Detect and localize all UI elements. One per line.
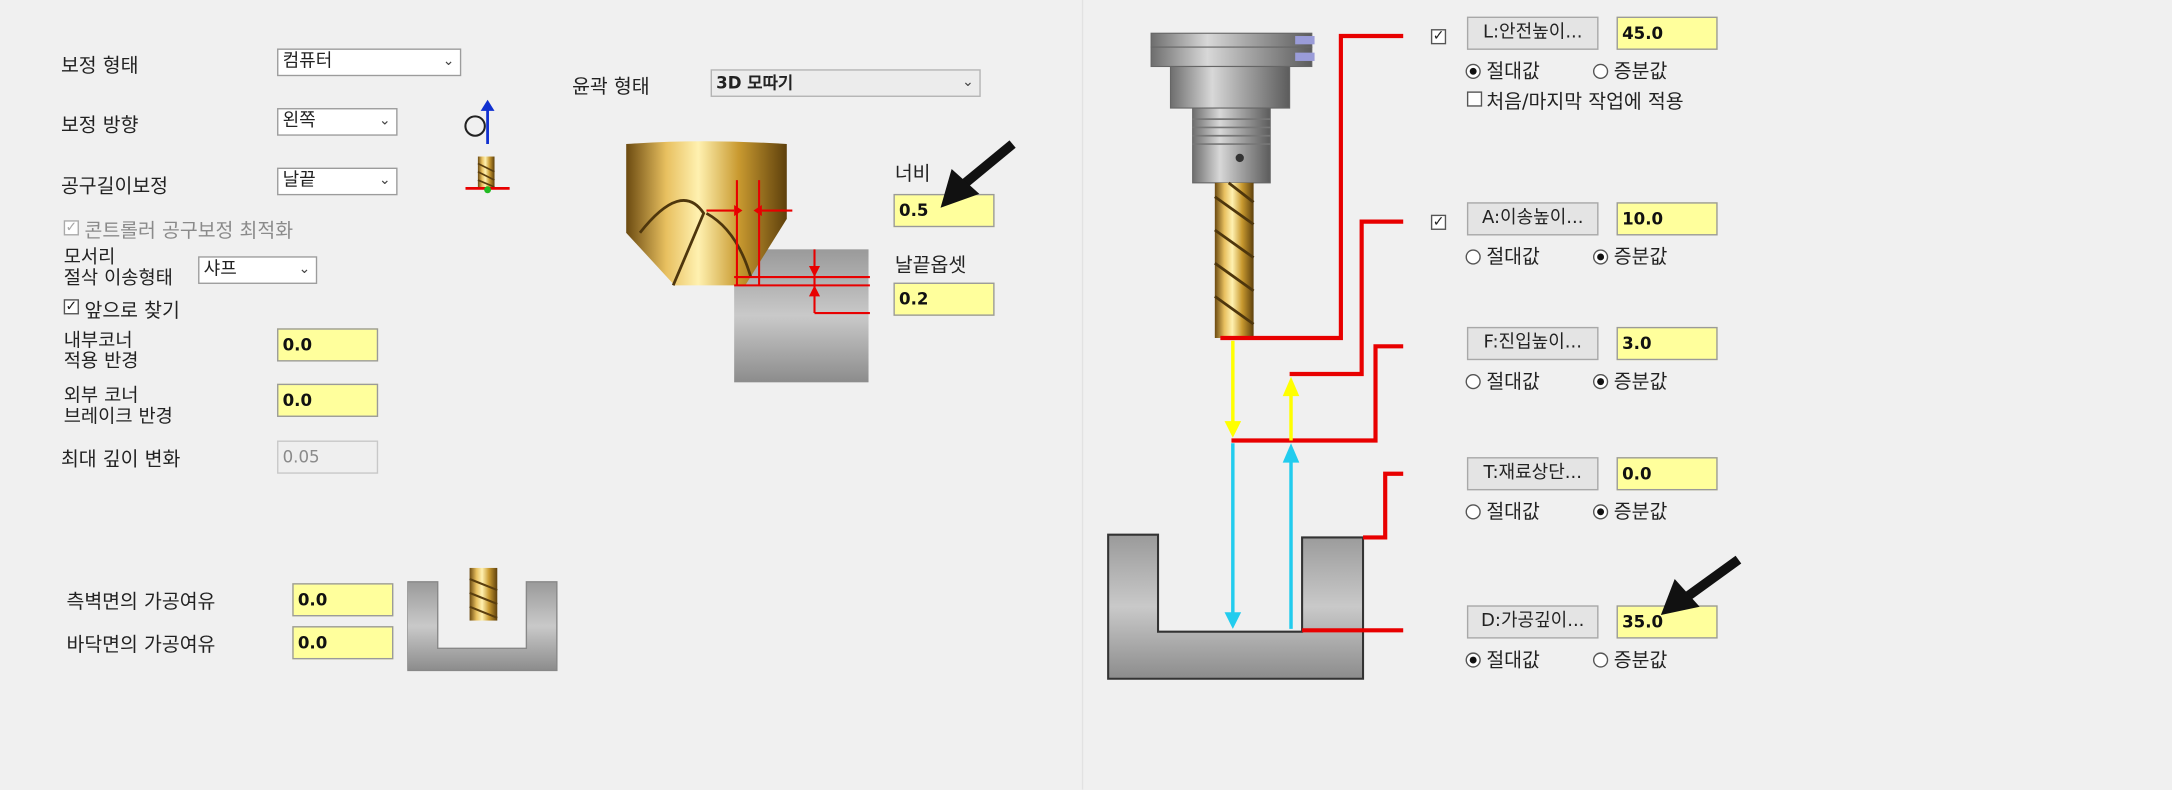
- width-label: 너비: [894, 163, 931, 186]
- heights-diagram: [1107, 32, 1404, 680]
- retract-inc-label: 증분값: [1613, 246, 1668, 269]
- radio-selected-icon: [1465, 652, 1481, 668]
- comp-left-icon: [464, 99, 495, 145]
- corner-label-line2: 절삭 이송형태: [63, 267, 173, 290]
- wall-stock-input[interactable]: 0.0: [292, 583, 394, 617]
- depth-button[interactable]: D:가공깊이...: [1466, 605, 1599, 639]
- feed-abs-radio[interactable]: 절대값: [1465, 367, 1540, 395]
- tip-offset-label: 날끝옵셋: [894, 254, 967, 278]
- retract-abs-radio[interactable]: 절대값: [1465, 242, 1540, 270]
- depth-abs-label: 절대값: [1486, 649, 1540, 672]
- top-abs-label: 절대값: [1486, 501, 1540, 524]
- tool-tip-icon: [465, 156, 510, 194]
- retract-input[interactable]: 10.0: [1616, 202, 1718, 236]
- inner-corner-input[interactable]: 0.0: [277, 328, 379, 362]
- clearance-inc-radio[interactable]: 증분값: [1592, 57, 1668, 85]
- top-inc-label: 증분값: [1613, 501, 1668, 524]
- controller-opt-label: 콘트롤러 공구보정 최적화: [84, 220, 294, 243]
- radio-selected-icon: [1465, 63, 1481, 79]
- clearance-input[interactable]: 45.0: [1616, 16, 1718, 50]
- feed-inc-radio[interactable]: 증분값: [1592, 367, 1668, 395]
- top-abs-radio[interactable]: 절대값: [1465, 497, 1540, 525]
- outer-corner-label-line1: 외부 코너: [63, 385, 139, 408]
- clearance-button[interactable]: L:안전높이...: [1466, 16, 1599, 50]
- comp-type-label: 보정 형태: [60, 55, 139, 78]
- arrow-pointer-icon: [1660, 555, 1742, 616]
- inner-corner-label-line2: 적용 반경: [63, 350, 139, 373]
- stock-allowance-diagram: [407, 567, 558, 672]
- first-last-checkbox[interactable]: [1466, 91, 1483, 107]
- feed-abs-label: 절대값: [1486, 371, 1540, 394]
- radio-selected-icon: [1592, 374, 1609, 390]
- depth-inc-radio[interactable]: 증분값: [1592, 646, 1668, 674]
- max-depth-input: 0.05: [277, 440, 379, 474]
- retract-button[interactable]: A:이송높이...: [1466, 202, 1599, 236]
- clearance-inc-label: 증분값: [1613, 60, 1668, 84]
- clearance-checkbox[interactable]: ✓: [1430, 29, 1447, 45]
- wall-stock-label: 측벽면의 가공여유: [66, 591, 216, 614]
- radio-selected-icon: [1592, 249, 1609, 265]
- clearance-abs-label: 절대값: [1486, 60, 1540, 84]
- comp-type-value: 컴퓨터: [282, 51, 333, 73]
- top-inc-radio[interactable]: 증분값: [1592, 497, 1668, 525]
- corner-value: 샤프: [203, 259, 237, 280]
- top-stock-button[interactable]: T:재료상단...: [1466, 457, 1599, 491]
- retract-inc-radio[interactable]: 증분값: [1592, 242, 1668, 270]
- chevron-down-icon: ⌄: [298, 261, 311, 278]
- comp-dir-value: 왼쪽: [282, 110, 316, 132]
- chevron-down-icon: ⌄: [379, 173, 391, 189]
- inner-corner-label-line1: 내부코너: [63, 329, 133, 352]
- feed-button[interactable]: F:진입높이...: [1466, 326, 1599, 361]
- look-ahead-label: 앞으로 찾기: [84, 300, 180, 323]
- depth-abs-radio[interactable]: 절대값: [1465, 646, 1540, 674]
- top-stock-input[interactable]: 0.0: [1616, 457, 1718, 491]
- tool-len-label: 공구길이보정: [60, 175, 168, 199]
- corner-select[interactable]: 샤프 ⌄: [198, 256, 318, 284]
- radio-unselected-icon: [1592, 63, 1609, 79]
- panel-divider: [1081, 0, 1084, 790]
- controller-opt-checkbox[interactable]: ✓: [63, 220, 79, 236]
- chevron-down-icon: ⌄: [379, 113, 391, 129]
- floor-stock-input[interactable]: 0.0: [292, 626, 394, 660]
- clearance-abs-radio[interactable]: 절대값: [1465, 57, 1540, 85]
- radio-selected-icon: [1592, 504, 1609, 520]
- comp-dir-select[interactable]: 왼쪽 ⌄: [277, 108, 398, 136]
- contour-type-select[interactable]: 3D 모따기 ⌄: [710, 69, 981, 97]
- chevron-down-icon: ⌄: [442, 54, 455, 70]
- chamfer-diagram: [626, 141, 870, 383]
- chevron-down-icon: ⌄: [962, 74, 974, 91]
- radio-unselected-icon: [1465, 504, 1481, 520]
- radio-unselected-icon: [1592, 652, 1609, 668]
- radio-unselected-icon: [1465, 374, 1481, 390]
- tool-len-value: 날끝: [282, 170, 316, 192]
- comp-dir-label: 보정 방향: [60, 114, 139, 138]
- feed-input[interactable]: 3.0: [1616, 326, 1718, 361]
- outer-corner-input[interactable]: 0.0: [277, 383, 379, 417]
- max-depth-label: 최대 깊이 변화: [60, 448, 181, 471]
- radio-unselected-icon: [1465, 249, 1481, 265]
- contour-type-value: 3D 모따기: [716, 73, 794, 93]
- look-ahead-checkbox[interactable]: ✓: [63, 299, 79, 315]
- outer-corner-label-line2: 브레이크 반경: [63, 405, 173, 429]
- floor-stock-label: 바닥면의 가공여유: [66, 634, 216, 657]
- depth-inc-label: 증분값: [1613, 649, 1668, 672]
- corner-label-line1: 모서리: [63, 246, 116, 269]
- comp-type-select[interactable]: 컴퓨터 ⌄: [277, 48, 462, 77]
- feed-inc-label: 증분값: [1613, 371, 1668, 394]
- tip-offset-input[interactable]: 0.2: [893, 282, 995, 316]
- first-last-label: 처음/마지막 작업에 적용: [1486, 91, 1684, 114]
- retract-checkbox[interactable]: ✓: [1430, 214, 1447, 230]
- arrow-pointer-icon: [940, 140, 1016, 208]
- retract-abs-label: 절대값: [1486, 246, 1540, 269]
- tool-len-select[interactable]: 날끝 ⌄: [277, 167, 398, 196]
- contour-type-label: 윤곽 형태: [572, 76, 650, 99]
